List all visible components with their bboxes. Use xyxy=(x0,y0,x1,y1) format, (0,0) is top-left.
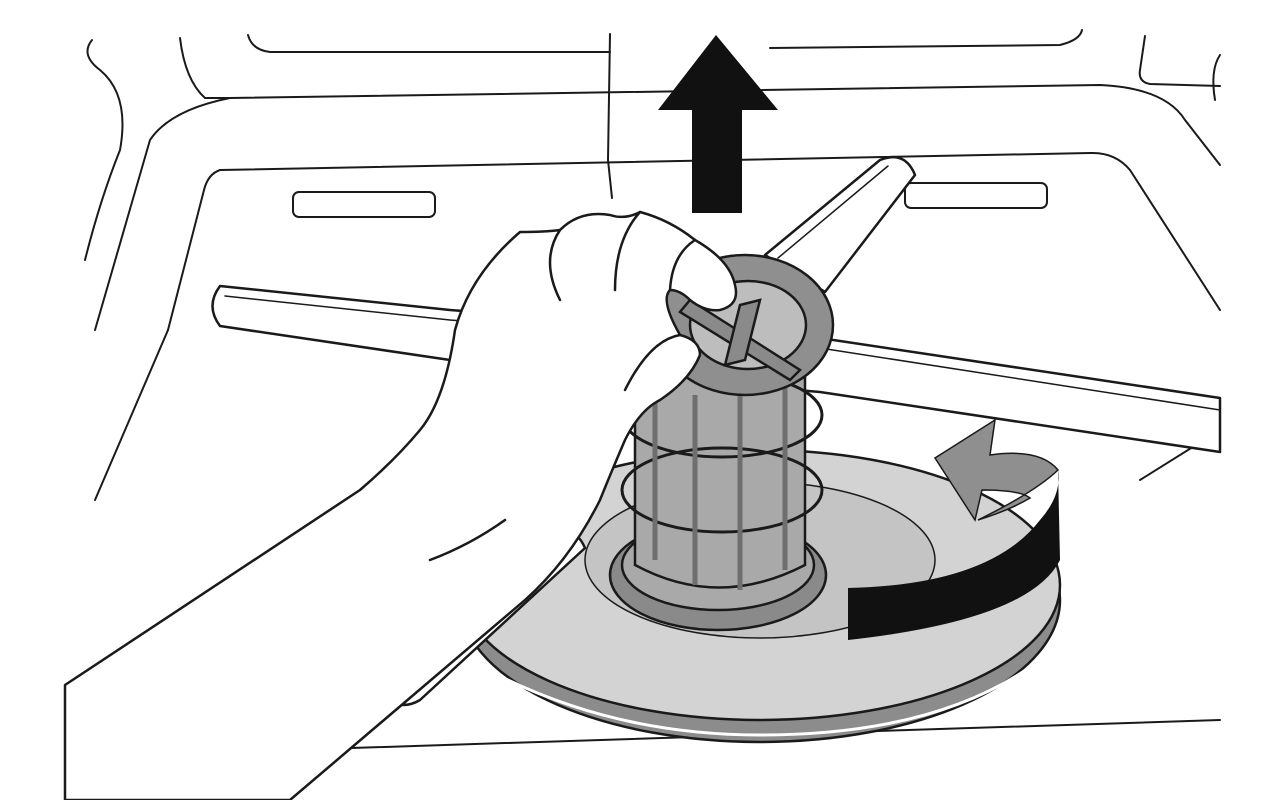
up-arrow-icon xyxy=(658,35,778,213)
counterclockwise-rotate-arrow-icon xyxy=(848,418,1060,640)
hand xyxy=(63,210,738,800)
dishwasher-tub xyxy=(84,29,1221,751)
